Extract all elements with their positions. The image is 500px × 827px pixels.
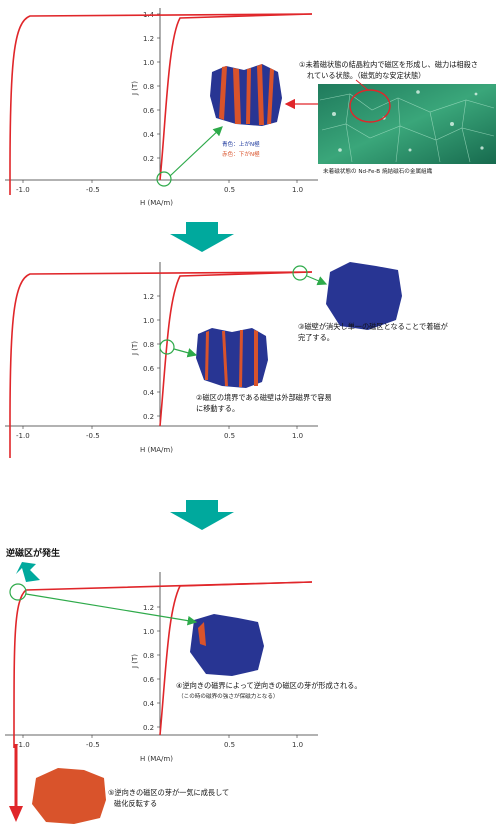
x-tick-label: -1.0 xyxy=(16,432,30,440)
y-tick-label: 1.2 xyxy=(143,35,154,43)
y-tick-label: 0.4 xyxy=(143,389,155,397)
origin-marker xyxy=(156,171,172,187)
note-1: ①未着磁状態の結晶粒内で磁区を形成し、磁力は相殺さ xyxy=(299,60,478,69)
callout-arrow xyxy=(16,562,40,582)
leader-arrow xyxy=(169,126,223,177)
panel-3-chart: -1.0 -0.5 0.5 1.0 1.2 1.0 0.8 0.6 0.4 0.… xyxy=(5,572,318,763)
x-tick-label: 0.5 xyxy=(224,432,235,440)
note-2: ②磁区の境界である磁壁は外部磁界で容易 xyxy=(196,393,332,402)
y-tick-label: 0.8 xyxy=(143,652,154,660)
note-3: 完了する。 xyxy=(298,333,334,342)
y-tick-label: 0.8 xyxy=(143,341,154,349)
legend-blue: 青色：上がN極 xyxy=(222,140,260,148)
x-tick-label: -0.5 xyxy=(86,186,100,194)
y-tick-label: 0.6 xyxy=(143,676,155,684)
nucleation-grain xyxy=(190,614,264,676)
y-tick-label: 0.2 xyxy=(143,155,154,163)
x-tick-label: 1.0 xyxy=(292,432,303,440)
y-tick-label: 0.4 xyxy=(143,700,155,708)
x-axis-label: H (MA/m) xyxy=(140,199,173,207)
note-5: ⑤逆向きの磁区の芽が一気に成長して xyxy=(108,788,229,797)
single-domain-grain xyxy=(326,262,402,330)
y-axis-label: J (T) xyxy=(131,341,139,356)
hysteresis-curve xyxy=(13,581,313,748)
y-tick-label: 0.6 xyxy=(143,107,155,115)
x-axis-label: H (MA/m) xyxy=(140,446,173,454)
x-tick-label: 1.0 xyxy=(292,186,303,194)
reversal-arrow-head xyxy=(9,806,23,822)
down-arrow xyxy=(170,500,234,530)
hysteresis-curve xyxy=(9,13,313,195)
note-5: 磁化反転する xyxy=(114,799,157,808)
note-1: れている状態。（磁気的な安定状態） xyxy=(307,71,425,80)
y-tick-label: 1.0 xyxy=(143,59,154,67)
x-tick-label: 0.5 xyxy=(224,741,235,749)
hysteresis-curve xyxy=(9,271,313,458)
note-4: ④逆向きの磁界によって逆向きの磁区の芽が形成される。 xyxy=(176,681,362,690)
legend-orange: 赤色：下がN極 xyxy=(222,150,260,158)
x-tick-label: -1.0 xyxy=(16,186,30,194)
initial-magnetization-curve xyxy=(159,271,313,427)
x-tick-label: -0.5 xyxy=(86,741,100,749)
y-tick-label: 1.2 xyxy=(143,293,154,301)
domain-grain-2 xyxy=(196,328,268,388)
leader-arrow xyxy=(306,275,328,286)
reversed-grain xyxy=(32,768,106,824)
micrograph-image xyxy=(318,84,496,164)
x-tick-label: -0.5 xyxy=(86,432,100,440)
photo-caption: 未着磁状態の Nd-Fe-B 焼結磁石の金属組織 xyxy=(323,167,433,175)
y-tick-label: 1.0 xyxy=(143,628,154,636)
leader-line xyxy=(355,79,369,91)
nucleation-marker xyxy=(9,583,27,601)
x-tick-label: 1.0 xyxy=(292,741,303,749)
saturation-marker xyxy=(292,265,308,281)
domain-grain-1 xyxy=(210,64,282,126)
leader-arrow xyxy=(173,348,198,358)
panel-1-chart: -1.0 -0.5 0.5 1.0 1.4 1.2 1.0 0.8 0.6 0.… xyxy=(5,8,318,207)
note-2: に移動する。 xyxy=(196,404,239,413)
y-tick-label: 0.8 xyxy=(143,83,154,91)
note-3: ③磁壁が消失し単一の磁区となることで着磁が xyxy=(298,322,448,331)
y-tick-label: 0.2 xyxy=(143,413,154,421)
note-4-detail: （この時の磁界の強さが保磁力となる） xyxy=(178,692,279,700)
y-tick-label: 0.4 xyxy=(143,131,155,139)
initial-magnetization-curve xyxy=(159,581,313,736)
x-tick-label: 0.5 xyxy=(224,186,235,194)
y-tick-label: 1.0 xyxy=(143,317,154,325)
leader-arrow xyxy=(25,593,198,626)
y-axis-label: J (T) xyxy=(131,81,139,96)
mid-marker xyxy=(159,339,175,355)
down-arrow xyxy=(170,222,234,252)
x-tick-label: -1.0 xyxy=(16,741,30,749)
reverse-domain-label: 逆磁区が発生 xyxy=(6,547,60,559)
x-axis-label: H (MA/m) xyxy=(140,755,173,763)
y-tick-label: 0.2 xyxy=(143,724,154,732)
y-tick-label: 0.6 xyxy=(143,365,155,373)
y-tick-label: 1.2 xyxy=(143,604,154,612)
panel-2-chart: -1.0 -0.5 0.5 1.0 1.2 1.0 0.8 0.6 0.4 0.… xyxy=(5,262,318,458)
y-axis-label: J (T) xyxy=(131,654,139,669)
initial-magnetization-curve xyxy=(159,13,313,181)
